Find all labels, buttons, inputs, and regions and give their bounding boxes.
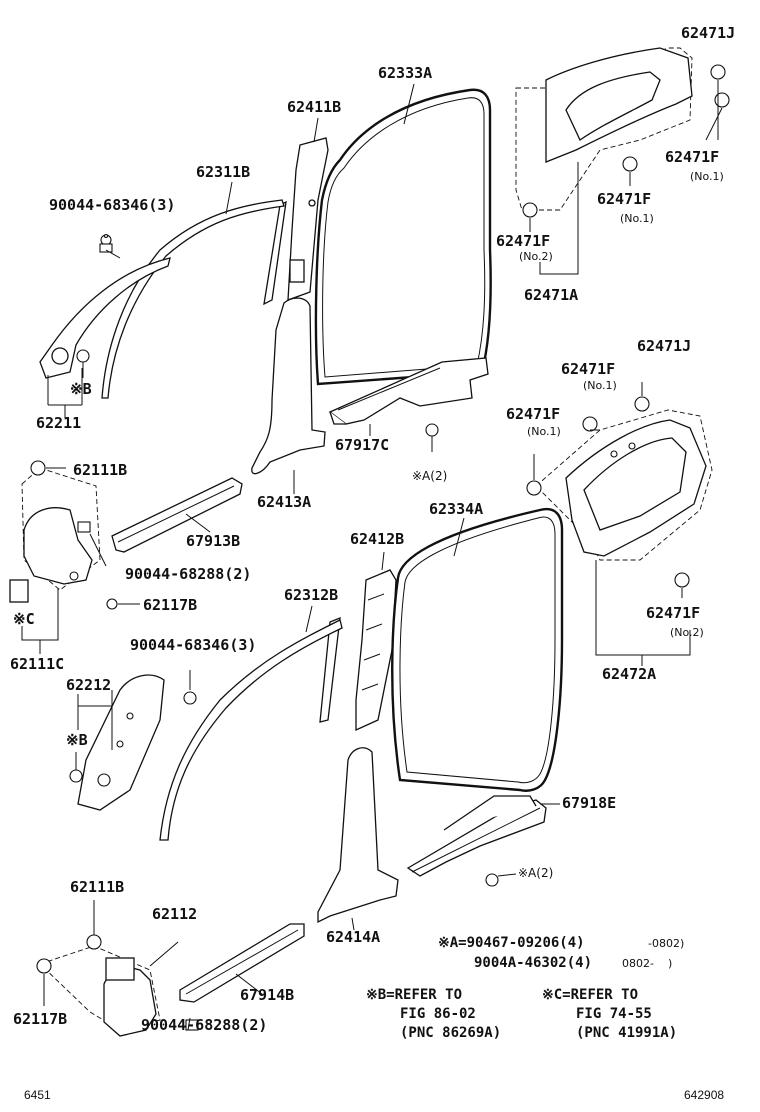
label-62111b-top: 62111B bbox=[73, 461, 128, 479]
label-62413a: 62413A bbox=[257, 493, 312, 511]
label-no1-m1: (No.1) bbox=[583, 379, 617, 392]
label-mark-b-mid: ※B bbox=[66, 731, 88, 749]
panel-62472a bbox=[526, 396, 713, 588]
panel-62471a bbox=[515, 47, 730, 218]
note-c-line1: ※C=REFER TO bbox=[542, 987, 639, 1003]
note-a-line2-range: 0802- ) bbox=[622, 957, 673, 970]
note-c-line2: FIG 74-55 bbox=[576, 1006, 652, 1022]
note-b-line1: ※B=REFER TO bbox=[366, 987, 463, 1003]
label-mark-a-mid: ※A(2) bbox=[412, 469, 448, 483]
label-62212: 62212 bbox=[66, 676, 112, 694]
strip-62311b bbox=[101, 199, 287, 399]
garnish-62411b bbox=[287, 137, 329, 301]
label-67913b: 67913B bbox=[186, 532, 241, 550]
label-mark-a-low: ※A(2) bbox=[518, 866, 554, 880]
label-62471f-r1: 62471F bbox=[665, 148, 720, 166]
label-62471f-r2: 62471F bbox=[597, 190, 652, 208]
label-62412b: 62412B bbox=[350, 530, 405, 548]
label-62311b: 62311B bbox=[196, 163, 251, 181]
note-b-line3: (PNC 86269A) bbox=[400, 1025, 502, 1041]
note-a-line1-range: -0802) bbox=[648, 937, 685, 950]
label-62471j-mid: 62471J bbox=[637, 337, 692, 355]
label-no1-r1: (No.1) bbox=[690, 170, 724, 183]
scuff-67913b bbox=[111, 477, 243, 553]
label-62211: 62211 bbox=[36, 414, 82, 432]
label-no1-m2: (No.1) bbox=[527, 425, 561, 438]
garnish-62112 bbox=[36, 934, 199, 1037]
label-62117b-mid: 62117B bbox=[143, 596, 198, 614]
note-c-line3: (PNC 41991A) bbox=[576, 1025, 678, 1041]
label-90044-68288-low: 90044-68288(2) bbox=[141, 1016, 268, 1034]
label-67914b: 67914B bbox=[240, 986, 295, 1004]
label-no2-m3: (No.2) bbox=[670, 626, 704, 639]
scuff-67914b bbox=[179, 923, 305, 1003]
garnish-62412b bbox=[355, 569, 397, 732]
label-67918e: 67918E bbox=[562, 794, 617, 812]
label-62111c: 62111C bbox=[10, 655, 65, 673]
scuff-plate-67917c bbox=[328, 357, 489, 425]
label-62471j-top: 62471J bbox=[681, 24, 736, 42]
label-62471a: 62471A bbox=[524, 286, 579, 304]
label-no1-r2: (No.1) bbox=[620, 212, 654, 225]
label-62471f-r3: 62471F bbox=[496, 232, 551, 250]
garnish-62413a bbox=[251, 297, 326, 475]
note-a-line2: 9004A-46302(4) bbox=[474, 955, 593, 971]
note-b-line2: FIG 86-02 bbox=[400, 1006, 476, 1022]
garnish-62111c bbox=[9, 460, 118, 610]
note-a-line1: ※A=90467-09206(4) bbox=[438, 935, 585, 951]
label-62471f-m2: 62471F bbox=[506, 405, 561, 423]
garnish-62211 bbox=[39, 234, 171, 379]
label-62333a: 62333A bbox=[378, 64, 433, 82]
label-90044-68346-mid: 90044-68346(3) bbox=[130, 636, 257, 654]
footer-code-left: 6451 bbox=[24, 1088, 51, 1102]
footer-code-right: 642908 bbox=[684, 1088, 725, 1102]
label-mark-c: ※C bbox=[13, 610, 35, 628]
label-62411b: 62411B bbox=[287, 98, 342, 116]
scuff-67918e bbox=[406, 795, 547, 877]
label-mark-b-top: ※B bbox=[70, 380, 92, 398]
label-62472a: 62472A bbox=[602, 665, 657, 683]
label-67917c: 67917C bbox=[335, 436, 390, 454]
label-62471f-m3: 62471F bbox=[646, 604, 701, 622]
label-62312b: 62312B bbox=[284, 586, 339, 604]
garnish-62414a bbox=[317, 747, 399, 924]
weatherstrip-62333a bbox=[314, 88, 492, 386]
label-62471f-m1: 62471F bbox=[561, 360, 616, 378]
label-62111b-low: 62111B bbox=[70, 878, 125, 896]
weatherstrip-62334a bbox=[391, 507, 564, 792]
label-62334a: 62334A bbox=[429, 500, 484, 518]
label-90044-68346-top: 90044-68346(3) bbox=[49, 196, 176, 214]
label-62112: 62112 bbox=[152, 905, 198, 923]
label-90044-68288-mid: 90044-68288(2) bbox=[125, 565, 252, 583]
label-62117b-low: 62117B bbox=[13, 1010, 68, 1028]
strip-62312b bbox=[159, 616, 343, 841]
label-no2-r3: (No.2) bbox=[519, 250, 553, 263]
garnish-62212 bbox=[69, 674, 197, 811]
label-62414a: 62414A bbox=[326, 928, 381, 946]
